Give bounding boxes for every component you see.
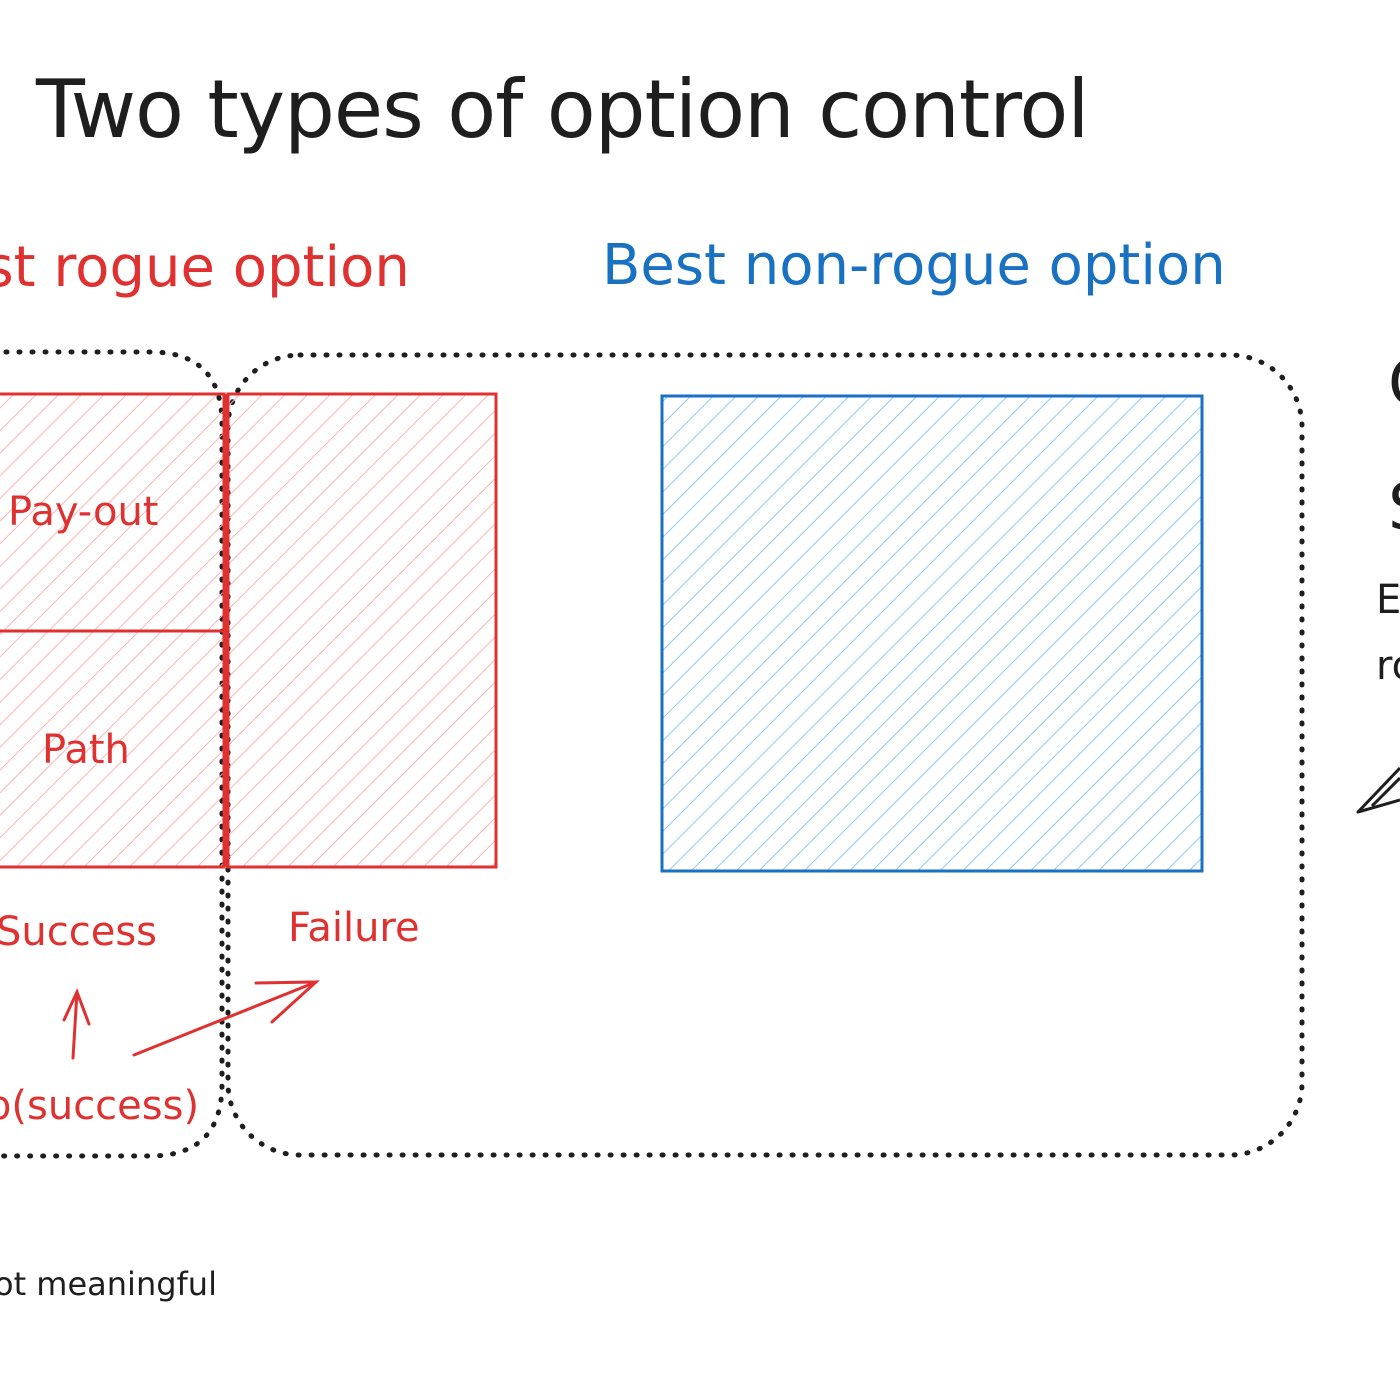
page-title: Two types of option control [36, 63, 1089, 156]
side-arrow [1356, 766, 1400, 814]
p-success-label: p(success) [0, 1083, 200, 1129]
nonrogue-box [660, 394, 1204, 873]
side-text-fragment: ro [1376, 643, 1400, 689]
arrow-to-failure [132, 980, 320, 1057]
rogue-failure-box [226, 392, 498, 869]
success-label: Success [0, 909, 158, 955]
side-text-fragment: S [1388, 476, 1400, 540]
rogue-success-dotted-group [0, 349, 225, 1159]
failure-label: Failure [288, 905, 420, 951]
rogue-option-heading: est rogue option [0, 235, 410, 300]
payout-label: Pay-out [8, 489, 159, 535]
path-label: Path [42, 727, 130, 773]
side-text-fragment: C [1388, 352, 1400, 416]
rogue-payout-box [0, 392, 226, 633]
arrow-to-success [62, 988, 91, 1060]
footnote: ot meaningful [0, 1265, 217, 1303]
side-text-fragment: E [1376, 577, 1400, 623]
rogue-path-box [0, 629, 226, 869]
nonrogue-option-heading: Best non-rogue option [602, 233, 1226, 298]
